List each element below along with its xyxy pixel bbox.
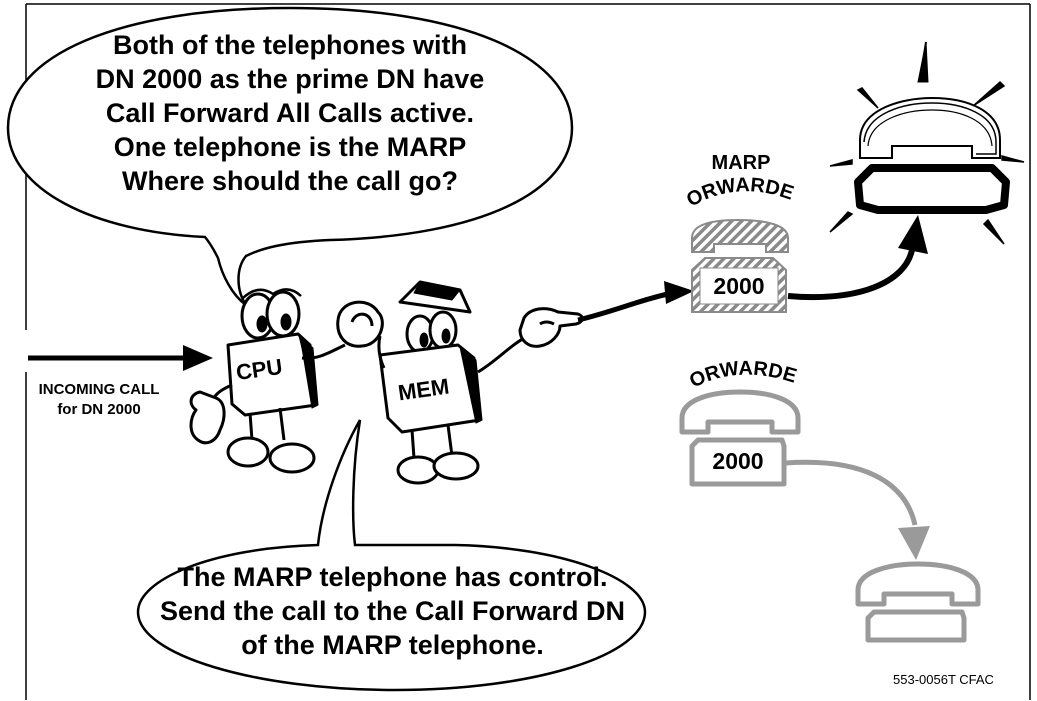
cpu-character — [189, 288, 346, 474]
incoming-call-line1: INCOMING CALL — [38, 381, 160, 398]
bottom-speech-bubble — [136, 419, 647, 692]
pointing-hand-icon — [518, 307, 584, 348]
top-bubble-line: Where should the call go? — [121, 166, 459, 196]
forwarded-phone-dn: 2000 — [712, 448, 764, 474]
bottom-phone-icon — [855, 561, 981, 643]
figure-id: 553-0056T CFAC — [893, 672, 994, 687]
forwarded-phone-icon — [679, 389, 801, 487]
bottom-bubble-line: The MARP telephone has control. — [177, 562, 608, 592]
top-bubble-line: Call Forward All Calls active. — [105, 98, 475, 128]
arrow-to-marp-phone-head — [664, 281, 694, 304]
mem-character — [377, 280, 529, 485]
arrow-to-bottom-phone — [785, 459, 918, 526]
marp-label: MARP — [711, 152, 771, 174]
bottom-bubble-line: Send the call to the Call Forward DN — [159, 596, 626, 626]
incoming-call-arrow — [28, 345, 213, 371]
top-bubble-line: One telephone is the MARP — [113, 132, 467, 162]
bottom-bubble-line: of the MARP telephone. — [241, 630, 544, 660]
bottom-bubble-text: The MARP telephone has control. Send the… — [140, 560, 645, 662]
incoming-call-line2: for DN 2000 — [57, 401, 141, 418]
arrow-to-bottom-phone-head — [898, 526, 930, 560]
arrow-to-ringing-phone — [787, 249, 915, 300]
marp-phone-dn: 2000 — [713, 273, 765, 299]
handshake — [336, 300, 384, 348]
top-bubble-text: Both of the telephones with DN 2000 as t… — [40, 28, 540, 198]
top-bubble-line: DN 2000 as the prime DN have — [95, 64, 485, 94]
ringing-phone-icon — [829, 41, 1025, 245]
top-bubble-line: Both of the telephones with — [113, 30, 467, 60]
arrow-to-marp-phone — [577, 291, 669, 323]
marp-phone-icon — [691, 218, 789, 313]
incoming-call-label: INCOMING CALL for DN 2000 — [24, 380, 174, 420]
arrow-to-ringing-phone-head — [898, 215, 928, 254]
